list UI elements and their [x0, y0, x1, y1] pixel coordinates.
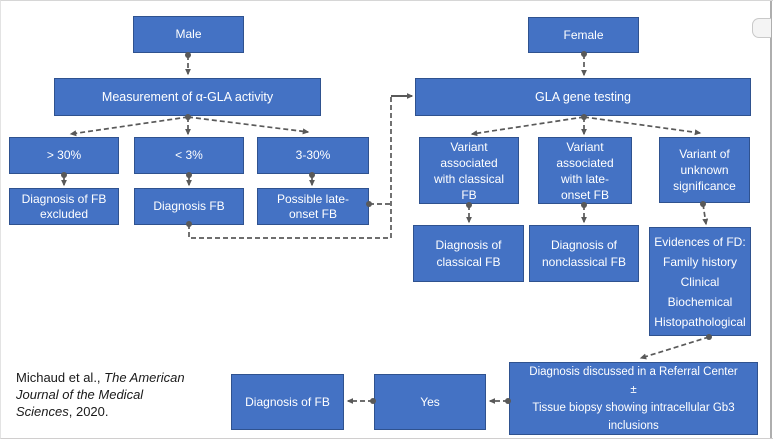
node-male: Male: [133, 16, 244, 53]
node-diagnosis-nonclassical-fb: Diagnosis of nonclassical FB: [529, 225, 639, 282]
connector-measurement-to-gt30: [69, 114, 191, 137]
connector-measurement-to-3-30: [187, 116, 310, 135]
node-measurement-agla-activity: Measurement of α-GLA activity: [54, 78, 321, 116]
node-female: Female: [528, 17, 639, 53]
node-evidences-of-fd: Evidences of FD: Family history Clinical…: [649, 227, 751, 336]
citation: Michaud et al., The American Journal of …: [16, 369, 186, 420]
panel-collapse-tab[interactable]: [752, 18, 771, 38]
citation-journal: The American Journal of the Medical Scie…: [16, 370, 185, 419]
node-diagnosis-classical-fb: Diagnosis of classical FB: [413, 225, 524, 282]
citation-prefix: Michaud et al.,: [16, 370, 105, 385]
node-possible-late-onset-fb: Possible late- onset FB: [257, 188, 369, 225]
citation-suffix: , 2020.: [68, 404, 109, 419]
node-variant-unknown-significance: Variant of unknown significance: [659, 137, 750, 203]
node-3-to-30pct: 3-30%: [257, 137, 369, 174]
node-yes: Yes: [374, 374, 486, 430]
connector-var-unknown-to-evidences: [700, 201, 709, 226]
node-less-3pct: < 3%: [134, 137, 244, 174]
node-diagnosis-of-fb: Diagnosis of FB: [231, 374, 344, 430]
right-frame-border: [770, 1, 772, 438]
node-diagnosis-fb: Diagnosis FB: [134, 188, 244, 225]
node-gla-gene-testing: GLA gene testing: [415, 78, 751, 116]
connector-evidences-to-referral: [639, 334, 712, 360]
node-diagnosis-fb-excluded: Diagnosis of FB excluded: [9, 188, 119, 225]
node-referral-center-biopsy: Diagnosis discussed in a Referral Center…: [509, 362, 758, 435]
node-variant-late-onset-fb: Variant associated with late- onset FB: [538, 137, 632, 204]
connector-gla-to-var-classical: [470, 114, 587, 137]
connector-gla-to-var-unknown: [583, 116, 702, 136]
node-variant-classical-fb: Variant associated with classical FB: [419, 137, 519, 204]
node-greater-30pct: > 30%: [9, 137, 119, 174]
